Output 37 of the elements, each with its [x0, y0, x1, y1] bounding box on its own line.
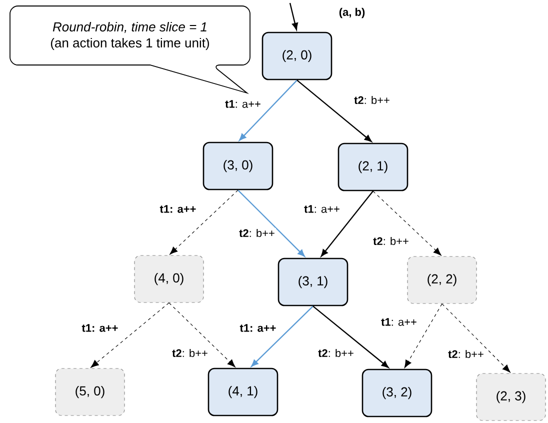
edge-label: t2: b++: [171, 348, 209, 358]
arrow: [442, 304, 510, 373]
arrow: [168, 302, 236, 368]
edge-label: t1: a++: [238, 323, 278, 333]
callout: Round-robin, time slice = 1 (an action takes 1 time unit): [10, 6, 250, 94]
arrow: [312, 306, 389, 368]
arrow: [251, 306, 314, 367]
state-box: (2, 1): [338, 142, 408, 192]
arrow: [404, 304, 442, 368]
state-box-dashed: (5, 0): [55, 368, 125, 416]
arrow: [90, 302, 170, 368]
edge-label: t2: b++: [372, 236, 410, 246]
edge-label: t1: a++: [158, 204, 198, 214]
arrow: [289, 2, 298, 30]
arrow: [372, 190, 442, 256]
edge-label: t2: b++: [447, 348, 485, 360]
state-box-dashed: (4, 0): [134, 255, 204, 303]
edge-label: t1: a++: [224, 99, 262, 109]
edge-label: t2: b++: [238, 228, 276, 238]
arrow: [238, 190, 305, 257]
variable-label: (a, b): [339, 8, 365, 18]
state-box: (3, 0): [202, 142, 274, 190]
state-box-dashed: (2, 2): [407, 256, 477, 304]
edge-label: t2: b++: [317, 348, 355, 358]
edge-label: t2: b++: [353, 94, 391, 106]
edge-label: t1: a++: [380, 317, 418, 327]
state-box: (3, 1): [278, 258, 348, 306]
arrow: [320, 190, 374, 257]
arrow: [296, 80, 372, 142]
state-box: (2, 0): [262, 32, 332, 80]
state-box: (4, 1): [208, 368, 278, 416]
state-box: (3, 2): [362, 368, 432, 418]
state-box-dashed: (2, 3): [476, 373, 546, 421]
edge-label: t1: a++: [303, 204, 341, 214]
arrow: [239, 80, 298, 141]
edge-label: t1: a++: [80, 323, 120, 333]
arrow: [170, 190, 238, 255]
